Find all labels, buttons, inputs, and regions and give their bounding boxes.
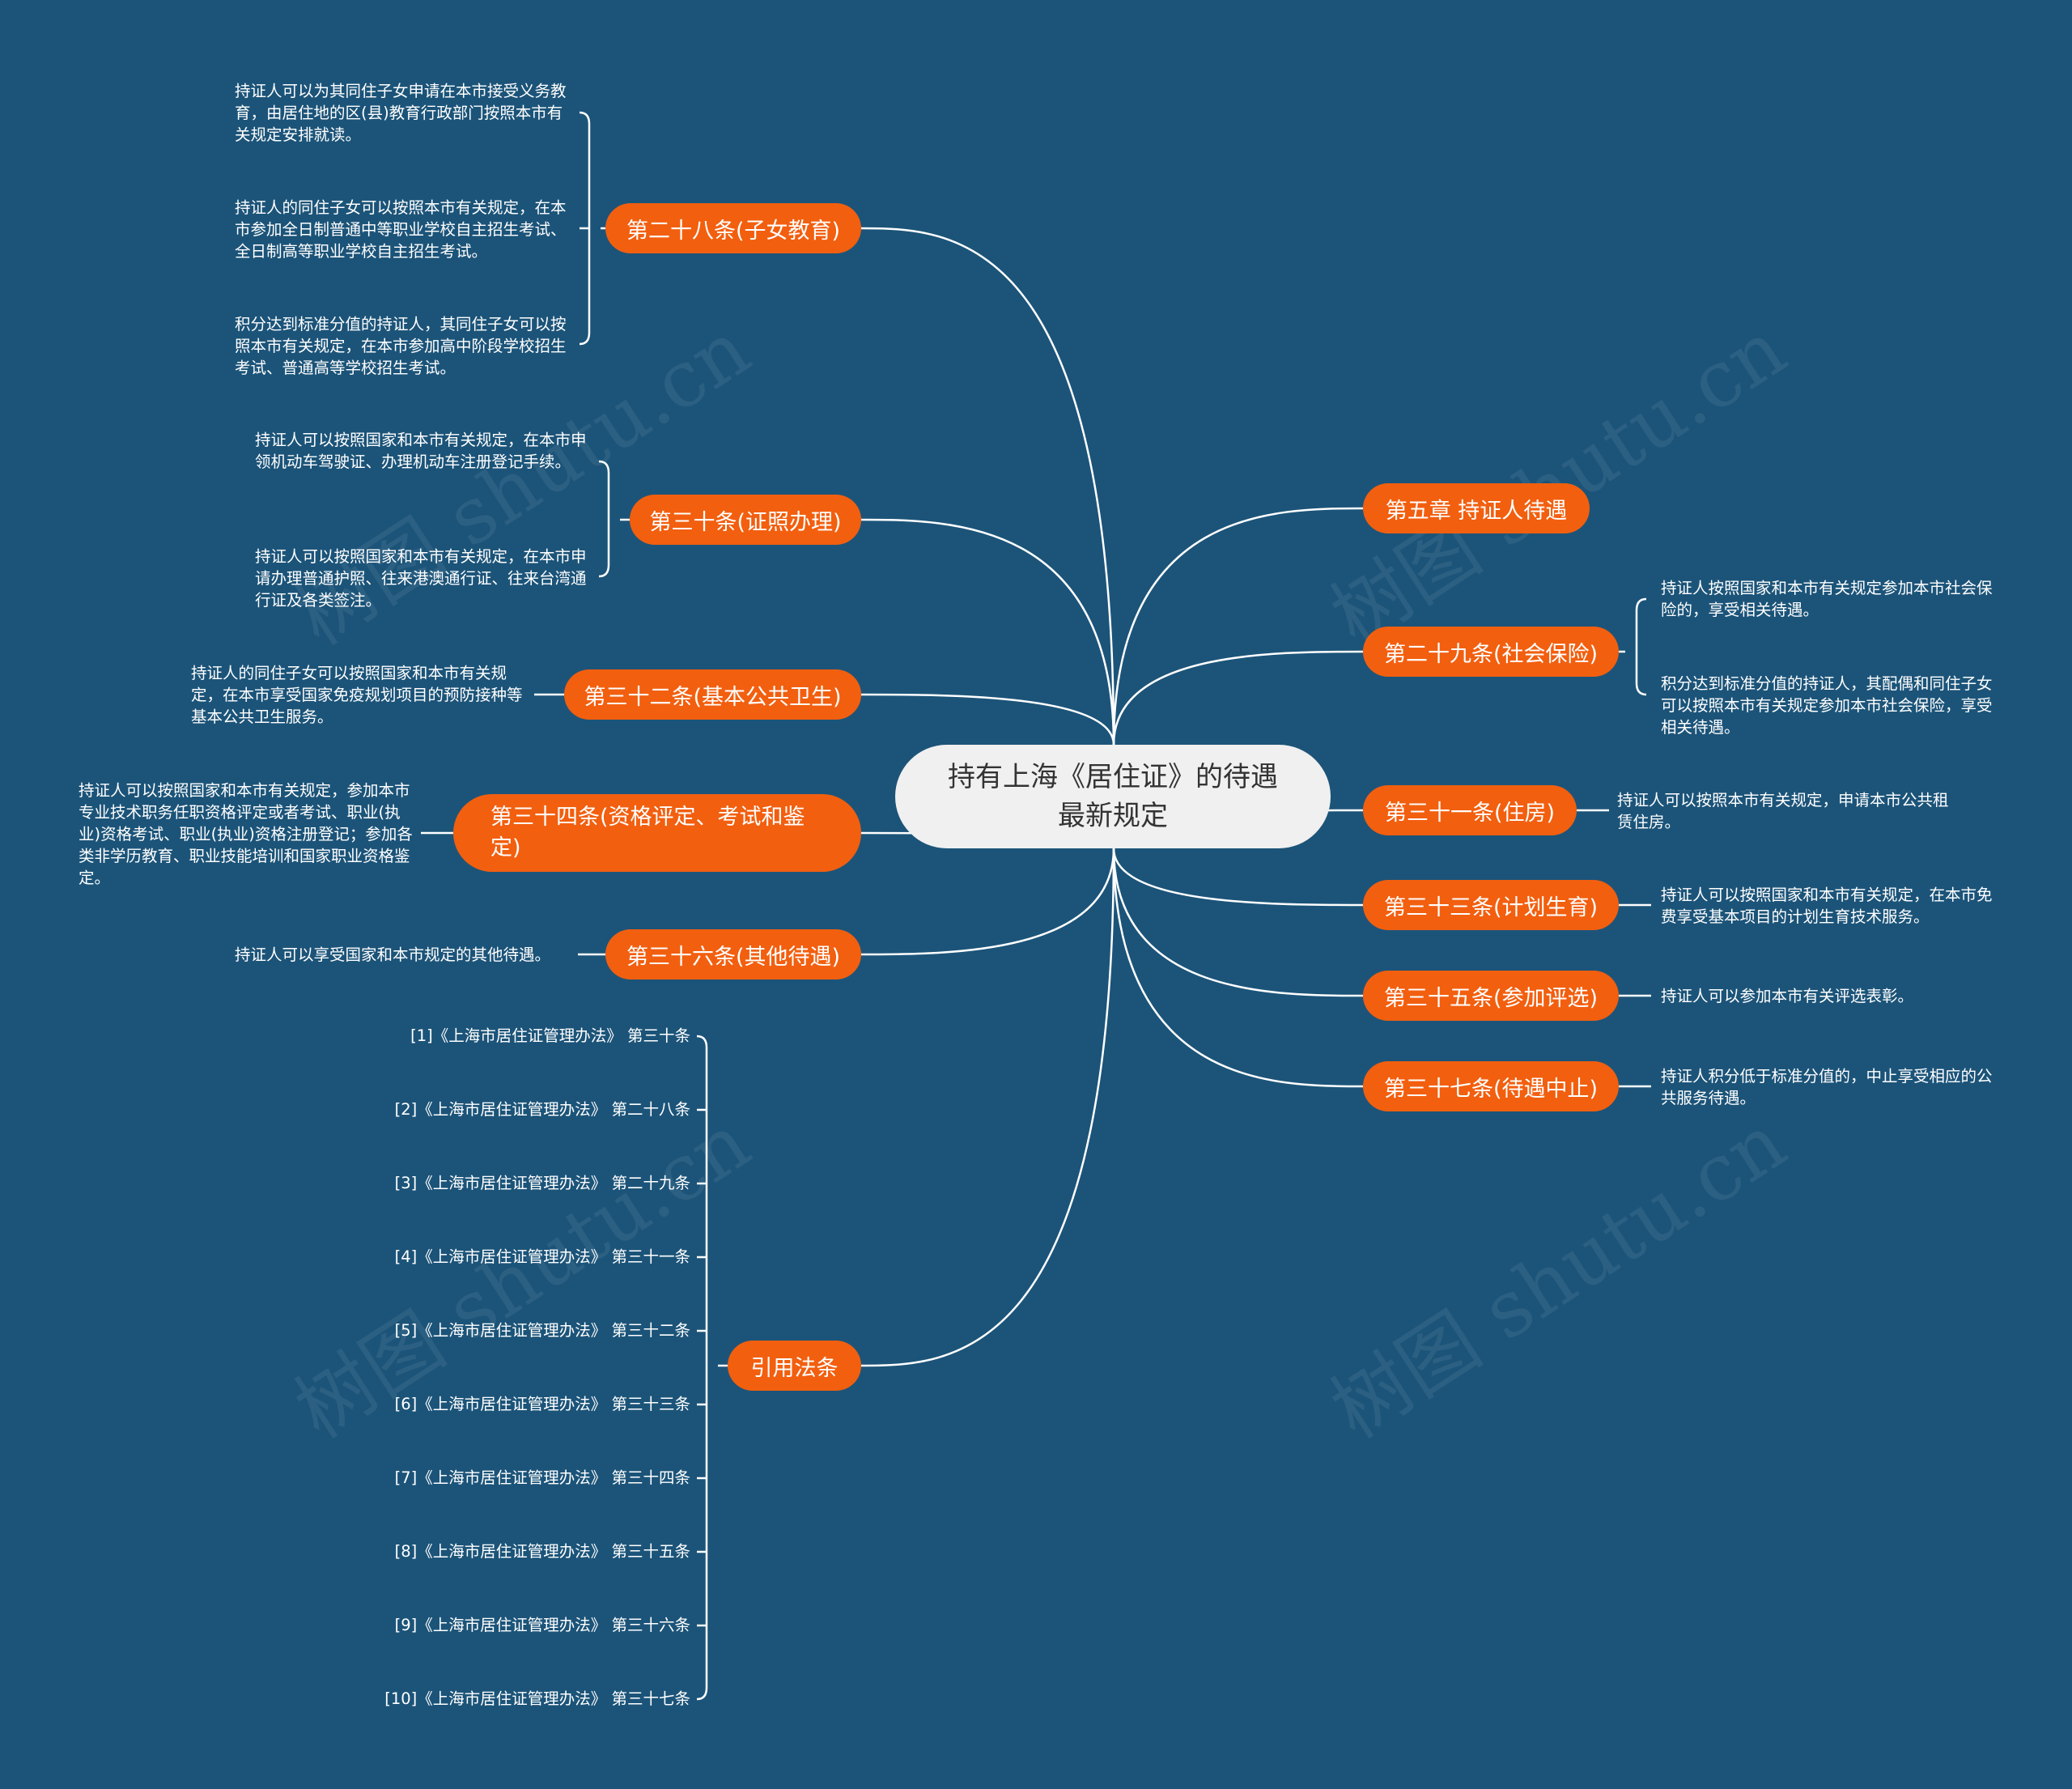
branch-connector — [1112, 507, 1364, 746]
branch-connector — [860, 848, 1115, 956]
branch-cited-articles[interactable]: 引用法条 — [728, 1341, 861, 1391]
citation-item: [5]《上海市居住证管理办法》 第三十二条 — [394, 1321, 690, 1340]
leaf-text: 持证人可以按照国家和本市有关规定，参加本市专业技术职务任职资格评定或者考试、职业… — [79, 781, 413, 887]
branch-connector — [1112, 848, 1364, 997]
branch-article-32[interactable]: 第三十二条(基本公共卫生) — [564, 669, 861, 720]
branch-article-28[interactable]: 第二十八条(子女教育) — [605, 203, 861, 253]
branch-article-34[interactable]: 第三十四条(资格评定、考试和鉴定) — [453, 794, 861, 872]
leaf-text: 持证人可以参加本市有关评选表彰。 — [1661, 987, 1914, 1005]
branch-label: 第二十八条(子女教育) — [626, 218, 841, 244]
leaf-bracket — [1635, 597, 1647, 696]
central-topic-label: 持有上海《居住证》的待遇最新规定 — [948, 761, 1278, 832]
branch-label: 引用法条 — [750, 1355, 839, 1381]
branch-connector — [1112, 650, 1364, 746]
branch-label: 第三十条(证照办理) — [649, 509, 842, 535]
branch-label: 第三十五条(参加评选) — [1383, 985, 1599, 1011]
branch-label: 第三十四条(资格评定、考试和鉴定) — [490, 805, 805, 861]
branch-connector — [1112, 848, 1364, 907]
citation-item: [3]《上海市居住证管理办法》 第二十九条 — [394, 1174, 690, 1192]
branch-connector — [860, 518, 1115, 746]
branch-article-35[interactable]: 第三十五条(参加评选) — [1363, 971, 1619, 1021]
leaf-bracket — [598, 460, 610, 578]
leaf-text: 持证人可以按照国家和本市有关规定，在本市申请办理普通护照、往来港澳通行证、往来台… — [255, 547, 587, 610]
branch-article-37[interactable]: 第三十七条(待遇中止) — [1363, 1061, 1619, 1111]
leaf-text: 持证人可以为其同住子女申请在本市接受义务教育，由居住地的区(县)教育行政部门按照… — [235, 82, 567, 144]
branch-article-36[interactable]: 第三十六条(其他待遇) — [605, 929, 861, 979]
citation-item: [10]《上海市居住证管理办法》 第三十七条 — [384, 1689, 690, 1708]
leaf-text: 持证人可以按照本市有关规定，申请本市公共租赁住房。 — [1617, 791, 1949, 831]
branch-label: 第五章 持证人待遇 — [1385, 498, 1568, 524]
branch-connector — [860, 848, 1115, 1367]
leaf-text: 持证人可以按照国家和本市有关规定，在本市免费享受基本项目的计划生育技术服务。 — [1661, 886, 1993, 926]
citation-item: [4]《上海市居住证管理办法》 第三十一条 — [394, 1247, 690, 1266]
branch-label: 第三十一条(住房) — [1384, 800, 1556, 826]
leaf-text: 积分达到标准分值的持证人，其配偶和同住子女可以按照本市有关规定参加本市社会保险，… — [1661, 674, 1993, 737]
central-topic[interactable]: 持有上海《居住证》的待遇最新规定 — [895, 745, 1331, 848]
leaf-text: 持证人按照国家和本市有关规定参加本市社会保险的，享受相关待遇。 — [1661, 579, 1993, 619]
branch-label: 第三十三条(计划生育) — [1383, 894, 1599, 920]
leaf-text: 持证人积分低于标准分值的，中止享受相应的公共服务待遇。 — [1661, 1067, 1993, 1107]
branch-article-31[interactable]: 第三十一条(住房) — [1363, 785, 1577, 835]
branch-chapter-5[interactable]: 第五章 持证人待遇 — [1363, 483, 1590, 533]
branch-connector — [1112, 848, 1364, 1088]
leaf-text: 持证人可以享受国家和本市规定的其他待遇。 — [235, 945, 551, 964]
branch-label: 第三十六条(其他待遇) — [626, 944, 841, 970]
branch-article-30[interactable]: 第三十条(证照办理) — [630, 495, 861, 545]
citation-item: [7]《上海市居住证管理办法》 第三十四条 — [394, 1468, 690, 1487]
branch-connector — [860, 227, 1115, 746]
leaf-text: 持证人的同住子女可以按照本市有关规定，在本市参加全日制普通中等职业学校自主招生考… — [235, 198, 567, 261]
branch-article-29[interactable]: 第二十九条(社会保险) — [1363, 627, 1619, 677]
leaf-text: 持证人的同住子女可以按照国家和本市有关规定，在本市享受国家免疫规划项目的预防接种… — [191, 664, 523, 726]
citation-item: [8]《上海市居住证管理办法》 第三十五条 — [394, 1542, 690, 1561]
branch-label: 第三十七条(待遇中止) — [1383, 1076, 1599, 1102]
citation-item: [1]《上海市居住证管理办法》 第三十条 — [410, 1026, 690, 1045]
branch-label: 第三十二条(基本公共卫生) — [584, 684, 842, 710]
branch-connector — [860, 693, 1115, 746]
citation-item: [2]《上海市居住证管理办法》 第二十八条 — [394, 1100, 690, 1119]
branch-label: 第二十九条(社会保险) — [1383, 641, 1599, 667]
leaf-bracket — [696, 1035, 708, 1701]
leaf-text: 积分达到标准分值的持证人，其同住子女可以按照本市有关规定，在本市参加高中阶段学校… — [235, 315, 567, 377]
leaf-text: 持证人可以按照国家和本市有关规定，在本市申领机动车驾驶证、办理机动车注册登记手续… — [255, 431, 587, 471]
branch-article-33[interactable]: 第三十三条(计划生育) — [1363, 880, 1619, 930]
citation-item: [6]《上海市居住证管理办法》 第三十三条 — [394, 1395, 690, 1413]
citation-item: [9]《上海市居住证管理办法》 第三十六条 — [394, 1616, 690, 1634]
